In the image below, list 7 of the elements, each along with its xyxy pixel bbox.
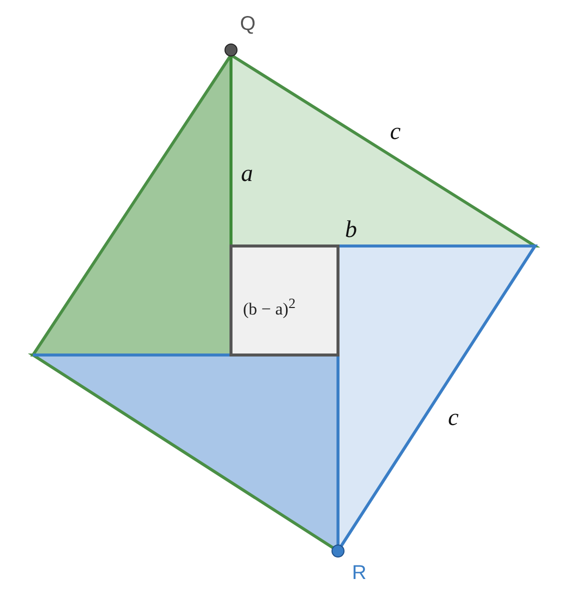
side-label: a bbox=[241, 162, 253, 186]
point-label: Q bbox=[240, 14, 256, 34]
side-label: c bbox=[390, 120, 401, 144]
side-label: c bbox=[448, 406, 459, 430]
point-label: R bbox=[352, 563, 366, 583]
side-label: b bbox=[345, 218, 357, 242]
area-label: (b − a)$^{2}$ bbox=[243, 297, 296, 318]
